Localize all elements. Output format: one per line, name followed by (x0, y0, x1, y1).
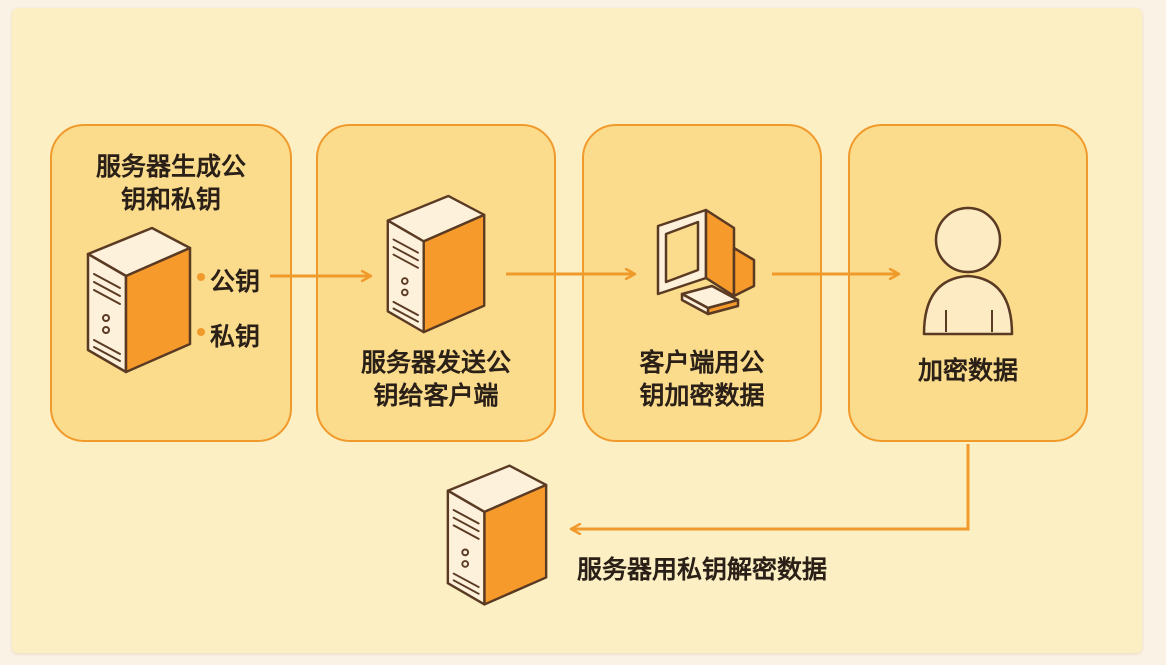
computer-icon (656, 208, 756, 316)
step-generate-keys-label: 服务器生成公 钥和私钥 (95, 152, 246, 214)
public-key-bullet (197, 273, 205, 281)
step-client-encrypt: 客户端用公 钥加密数据 (582, 124, 822, 442)
server-icon (86, 226, 192, 374)
server-icon (446, 464, 548, 606)
private-key-label: 私钥 (210, 322, 261, 351)
step-client-encrypt-label: 客户端用公 钥加密数据 (639, 348, 765, 410)
public-key-label: 公钥 (210, 267, 261, 296)
step-encrypted-data-label: 加密数据 (917, 356, 1018, 385)
private-key-bullet (197, 328, 205, 336)
final-step-label: 服务器用私钥解密数据 (577, 555, 828, 584)
server-icon (386, 194, 486, 334)
user-icon (922, 206, 1014, 336)
step-send-public-key-label: 服务器发送公 钥给客户端 (360, 348, 511, 410)
arrow-step4-to-final (572, 444, 970, 529)
